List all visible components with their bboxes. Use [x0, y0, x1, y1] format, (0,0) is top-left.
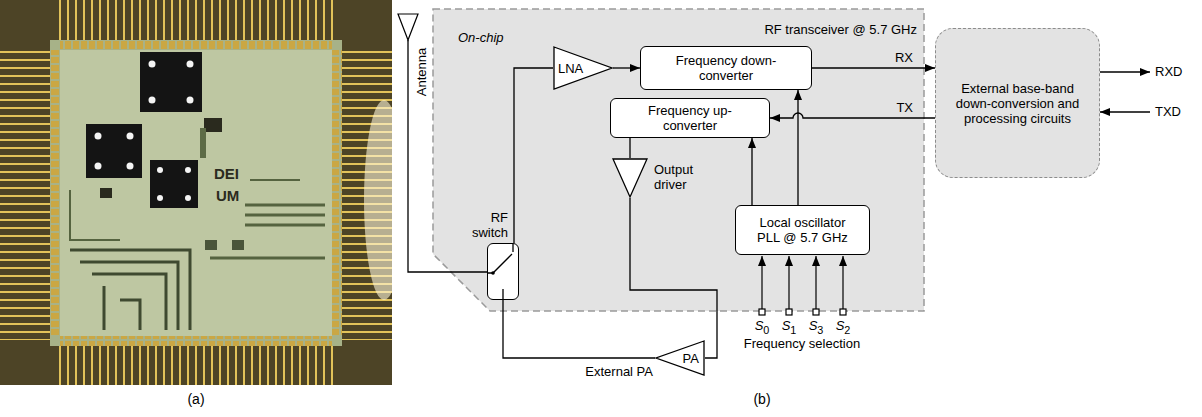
signal-label: TX [896, 100, 913, 115]
output-driver: Output driver [612, 158, 648, 198]
lna-amplifier: LNA [553, 46, 613, 90]
pin-letter: S [782, 318, 791, 333]
signal-label: RX [895, 50, 913, 65]
box-label: Local oscillator PLL @ 5.7 GHz [748, 215, 858, 245]
chip-photo [0, 0, 392, 385]
antenna-symbol [398, 14, 418, 40]
signal-wire [629, 138, 630, 158]
panel-label: (b) [753, 392, 770, 407]
signal-arrow [812, 67, 935, 68]
pin-name: S1 [782, 318, 797, 338]
driver-label: Output driver [654, 162, 710, 192]
pin-letter: S [836, 318, 845, 333]
down-converter-box: Frequency down-converter [640, 46, 812, 90]
switch-symbol [488, 244, 518, 299]
power-amplifier: PAExternal PA [655, 340, 705, 376]
baseband-box: External base-band down-conversion and p… [935, 28, 1100, 178]
pin-letter: S [755, 318, 764, 333]
box-label: Frequency up-converter [640, 103, 740, 133]
switch-label: RF switch [464, 210, 508, 240]
signal-arrow [751, 138, 752, 205]
pin-group-label: Frequency selection [744, 336, 860, 351]
pa-caption: External PA [585, 364, 653, 379]
signal-name: TXD [1155, 104, 1181, 119]
pin-index: 1 [790, 324, 796, 336]
region-title: RF transceiver @ 5.7 GHz [764, 22, 917, 37]
amplifier-label: PA [683, 351, 699, 366]
pin-name: S2 [836, 318, 851, 338]
signal-arrow [613, 67, 640, 68]
rxd-arrow [1100, 71, 1150, 72]
pin-index: 3 [817, 324, 823, 336]
pin-letter: S [809, 318, 818, 333]
on-chip-region: On-chip RF transceiver @ 5.7 GHz RF switch… [432, 8, 925, 312]
box-label: Frequency down-converter [671, 53, 781, 83]
amplifier-label: LNA [558, 61, 583, 76]
region-label: On-chip [458, 30, 504, 45]
rf-switch: RF switch [487, 243, 519, 300]
pin-index: 0 [763, 324, 769, 336]
pin-name: S3 [809, 318, 824, 338]
antenna-label: Antenna [414, 48, 429, 96]
txd-arrow [1100, 111, 1150, 112]
signal-name: RXD [1155, 64, 1182, 79]
amplifier-triangle [612, 158, 648, 198]
pin-name: S0 [755, 318, 770, 338]
pin-index: 2 [844, 324, 850, 336]
signal-arrow [797, 90, 798, 205]
box-label: External base-band down-conversion and p… [945, 81, 1090, 126]
die-marking: DEI [214, 166, 239, 181]
panel-label: (a) [187, 392, 204, 407]
up-converter-box: Frequency up-converter [610, 98, 770, 138]
die-marking: UM [216, 188, 239, 203]
pll-box: Local oscillator PLL @ 5.7 GHz [735, 205, 870, 255]
